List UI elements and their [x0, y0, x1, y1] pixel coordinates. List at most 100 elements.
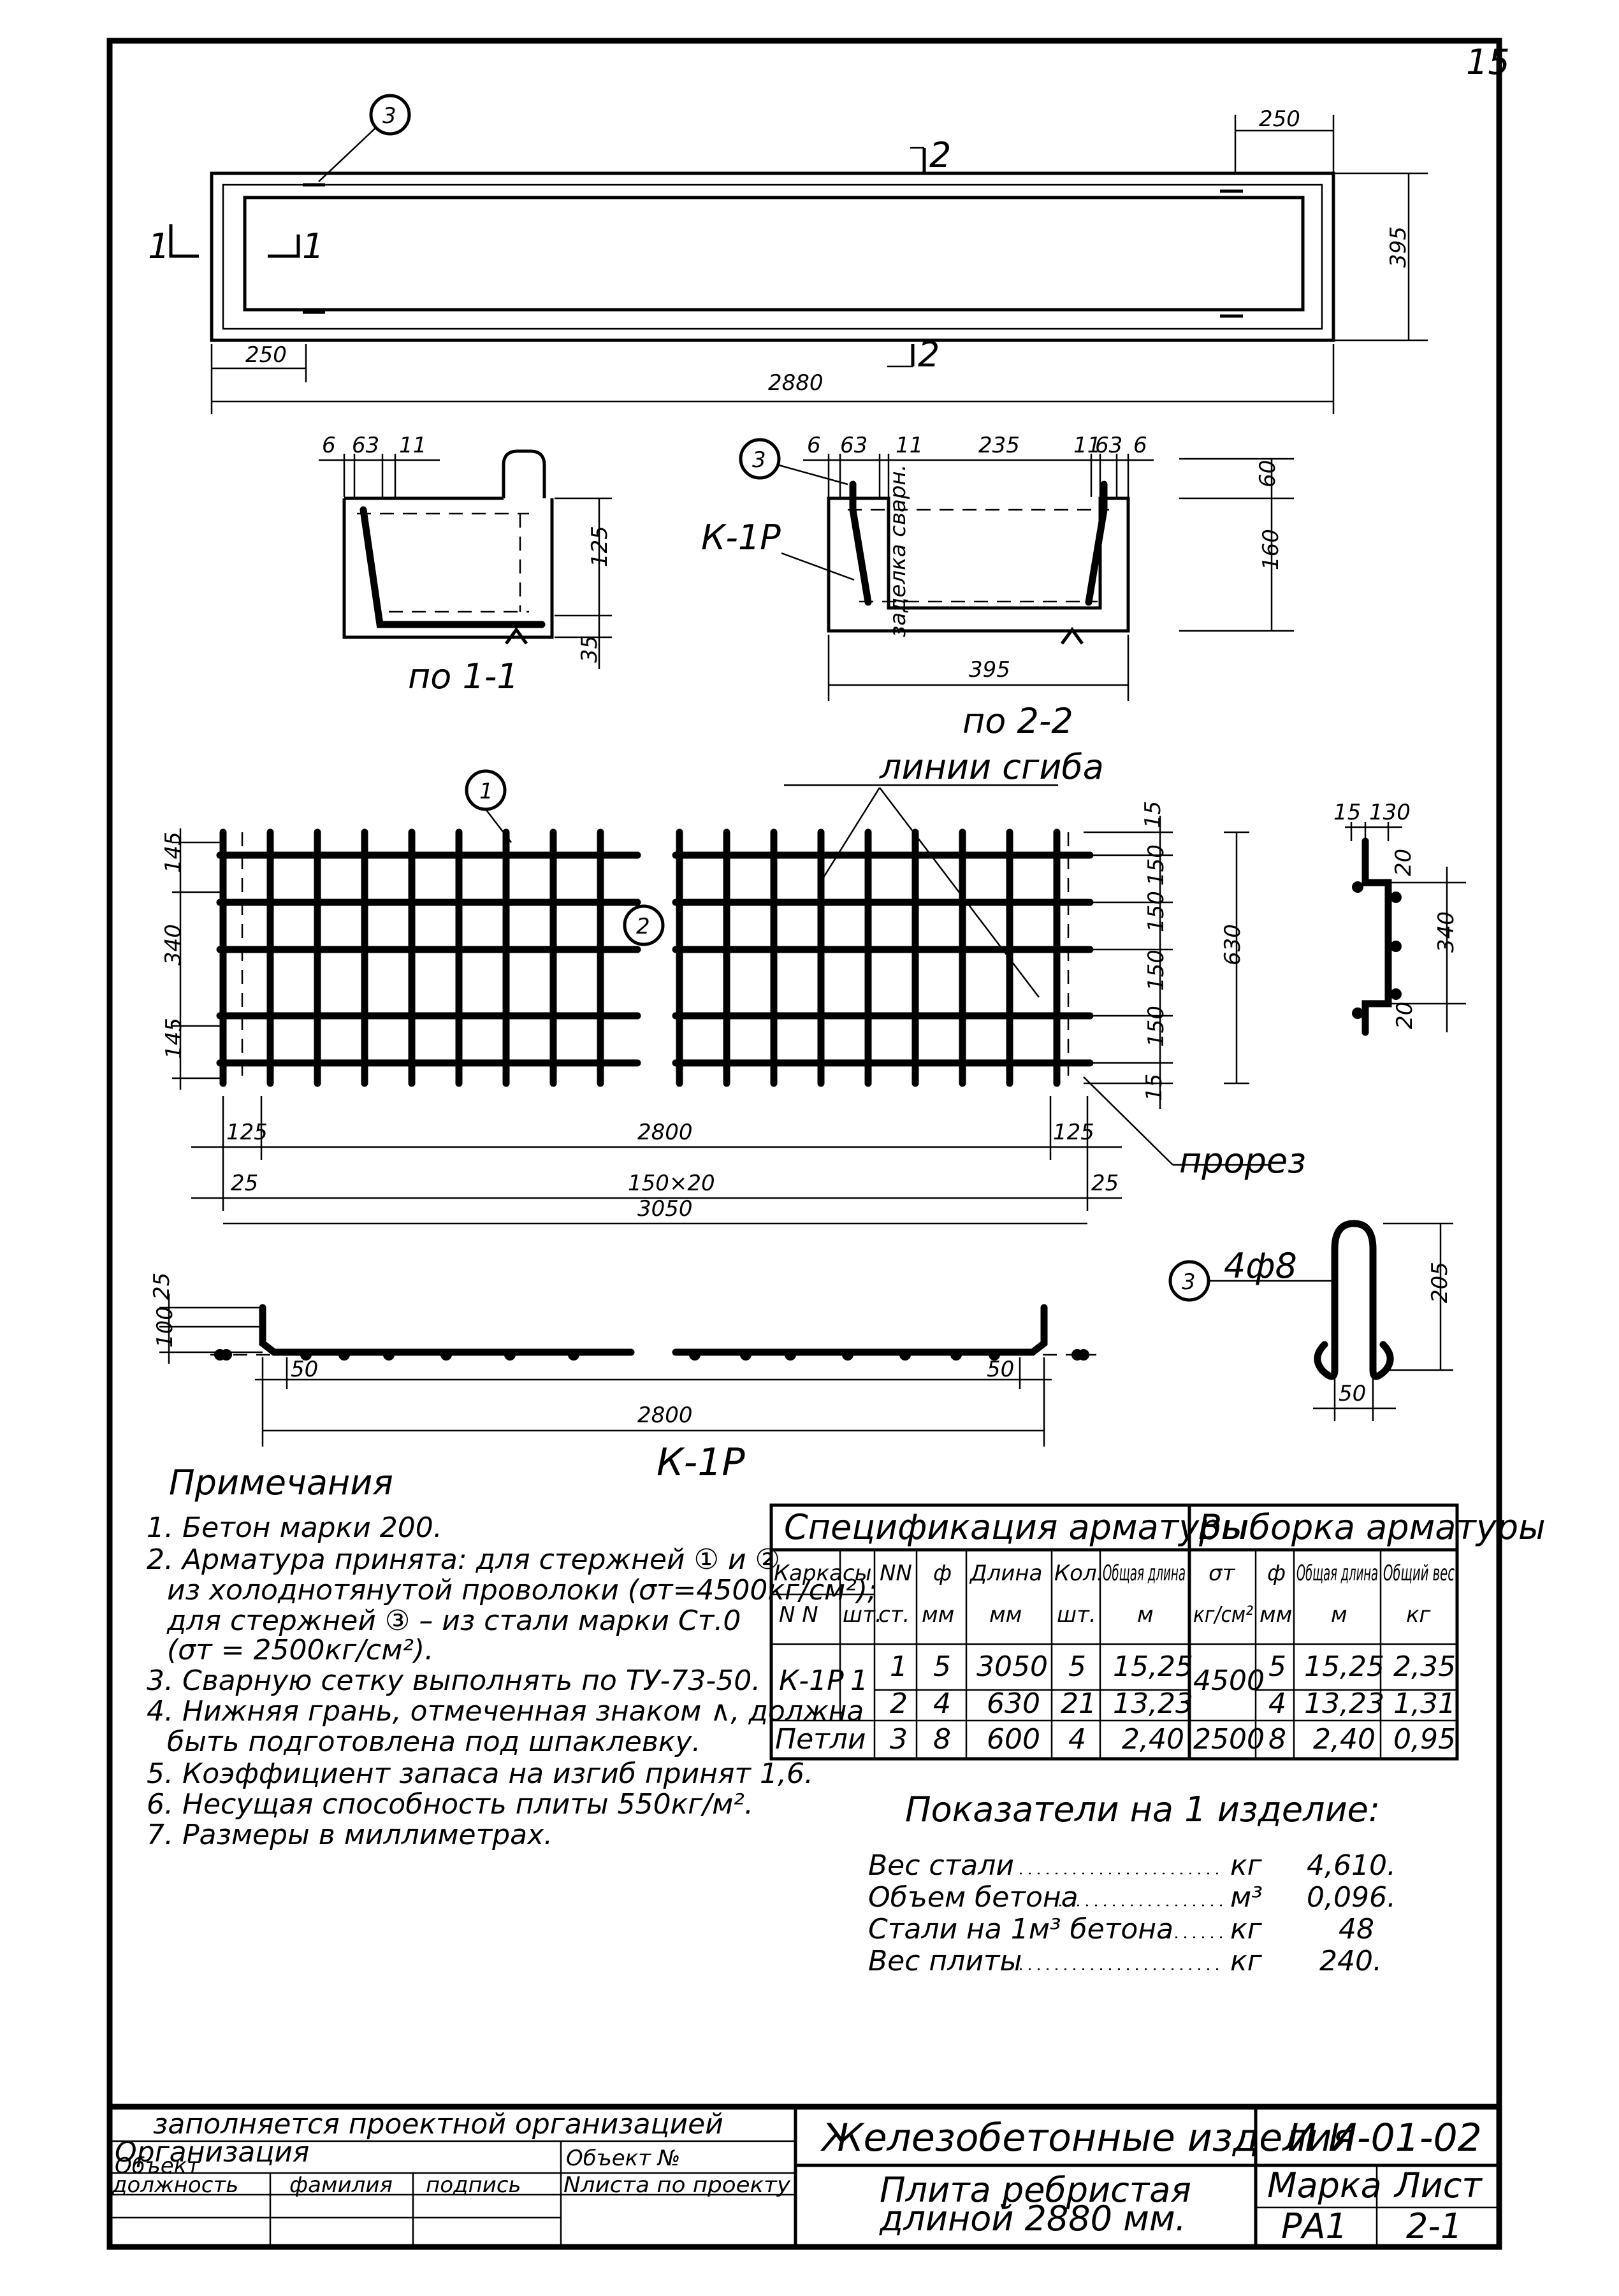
dim-22-11b: 11 [1073, 433, 1101, 458]
dim-mesh-150c: 150 [1143, 949, 1169, 991]
sel1-dia: 5 [1268, 1650, 1286, 1683]
k1p-elevation: 25 100 50 50 2800 К-1Р [149, 881, 1402, 1485]
note-line-10: 6. Несущая способность плиты 550кг/м². [147, 1788, 753, 1821]
crossbar-dot [383, 1349, 395, 1361]
dim-11-35: 35 [577, 635, 602, 663]
note-line-6: 3. Сварную сетку выполнять по ТУ-73-50. [147, 1664, 760, 1697]
title-block: заполняется проектной организацией Орган… [110, 2104, 1499, 2247]
hdr-sigma-unit: кг/см² [1193, 1602, 1253, 1628]
dim-mesh-150x20: 150×20 [628, 1171, 715, 1196]
filled-by-label: заполняется проектной организацией [153, 2108, 723, 2141]
note-line-2: 2. Арматура принята: для стержней ① и ② [147, 1543, 780, 1576]
hdr-dia2: ф [1267, 1561, 1286, 1586]
hdr-total: Общая длина [1103, 1561, 1186, 1586]
crossbar-dot [989, 1349, 1000, 1361]
dim-mesh-630: 630 [1220, 924, 1245, 965]
frame-qty: 1 [850, 1664, 868, 1697]
indicators-title: Показатели на 1 изделие: [905, 1789, 1380, 1830]
marker-1-text: 1 [479, 779, 493, 804]
mesh-plan: 1 2 линии сгиба прорез 145 340 145 15 15… [161, 747, 1306, 1225]
marker-3-plan [369, 94, 411, 136]
loops-name: Петли [775, 1723, 866, 1756]
dim-bend-340: 340 [1434, 911, 1459, 953]
note-line-5: (σт = 2500кг/см²). [167, 1634, 433, 1666]
crossbar-dot [440, 1349, 452, 1361]
dim-22-60: 60 [1255, 460, 1281, 487]
dim-plan-250-left: 250 [245, 342, 287, 368]
marker-3-section-text: 3 [752, 447, 766, 473]
note-line-11: 7. Размеры в миллиметрах. [147, 1819, 553, 1851]
row2-cnt: 21 [1061, 1687, 1096, 1720]
k1p-label: К-1Р [657, 1440, 745, 1485]
dim-22-160: 160 [1258, 529, 1284, 570]
marker-2 [623, 904, 665, 946]
row1-no: 1 [890, 1650, 908, 1683]
dim-mesh-15a: 15 [1140, 801, 1166, 828]
note-line-7: 4. Нижняя грань, отмеченная знаком ∧, до… [147, 1695, 864, 1728]
mesh-left-half [216, 828, 641, 1087]
signature-label: подпись [426, 2172, 521, 2198]
dim-mesh-25a: 25 [231, 1171, 258, 1196]
dim-22-395: 395 [969, 657, 1010, 682]
dim-mesh-2800: 2800 [637, 1120, 693, 1145]
crossbar-dot [950, 1349, 962, 1361]
hdr-count: Кол. [1054, 1561, 1103, 1586]
k1p-crossbars [214, 881, 1402, 1361]
note-line-1: 1. Бетон марки 200. [147, 1512, 442, 1544]
product-group: Железобетонные изделия [820, 2116, 1355, 2160]
dim-mesh-145a: 145 [161, 832, 186, 873]
marker-3-section [739, 438, 781, 480]
dim-mesh-145b: 145 [161, 1018, 187, 1059]
sel3-weight: 0,95 [1393, 1723, 1456, 1756]
cut-mark-1-left: 1 [148, 226, 170, 266]
row2-no: 2 [890, 1687, 908, 1720]
sel2-total: 13,23 [1304, 1687, 1384, 1720]
dim-k1p-50b: 50 [987, 1357, 1014, 1382]
kref-label: К-1Р [701, 517, 781, 558]
cut-mark-1-inner: 1 [302, 226, 324, 266]
dim-loop-50: 50 [1339, 1381, 1366, 1406]
sel1-weight: 2,35 [1393, 1650, 1456, 1683]
dim-11-11: 11 [399, 433, 426, 458]
hdr-qty-frame: шт. [843, 1602, 882, 1628]
loop-detail: 3 4ф8 205 50 [1168, 1220, 1453, 1421]
dim-plan-395: 395 [1386, 226, 1411, 268]
section-1-1-label: по 1-1 [408, 656, 519, 697]
dim-11-125: 125 [587, 526, 613, 567]
cut-label: прорез [1179, 1141, 1306, 1181]
notes-title: Примечания [169, 1462, 393, 1503]
note-line-9: 5. Коэффициент запаса на изгиб принят 1,… [147, 1758, 813, 1790]
spec-title-right: Выборка арматуры [1198, 1507, 1546, 1547]
hdr-frames: Каркасы [774, 1561, 871, 1586]
note-line-8: быть подготовлена под шпаклевку. [167, 1726, 701, 1758]
section-2-2: 6 63 11 235 11 63 6 395 60 160 3 К-1Р за… [701, 433, 1294, 741]
row3-cnt: 4 [1068, 1723, 1086, 1756]
position-label: должность [112, 2172, 238, 2198]
crossbar-dot [689, 1349, 701, 1361]
marker-2-text: 2 [636, 914, 650, 939]
dim-mesh-340: 340 [161, 924, 186, 965]
hdr-bar-no-sub: ст. [878, 1602, 910, 1628]
dim-k1p-50a: 50 [291, 1357, 318, 1382]
row1-total: 15,25 [1113, 1650, 1193, 1683]
sheet-label: Лист [1393, 2165, 1483, 2206]
note-line-3: из холоднотянутой проволоки (σт=4500кг/с… [167, 1574, 877, 1606]
dim-bend-130: 130 [1369, 800, 1411, 825]
hdr-count-unit: шт. [1057, 1602, 1096, 1628]
hdr-dia: ф [933, 1561, 952, 1586]
dim-plan-2880: 2880 [768, 370, 824, 396]
dim-loop-205: 205 [1427, 1262, 1453, 1303]
dim-22-6: 6 [807, 433, 821, 458]
dim-k1p-2800: 2800 [637, 1403, 693, 1428]
dim-mesh-125a: 125 [226, 1120, 268, 1145]
plan-outline [210, 171, 1335, 342]
note-line-4: для стержней ③ – из стали марки Ст.0 [166, 1605, 741, 1637]
plan-view: 250 395 250 2880 2 2 1 1 3 [148, 94, 1428, 414]
bend-dot [1390, 988, 1402, 1000]
crossbar-dot [568, 1349, 579, 1361]
frame-name: К-1Р [779, 1664, 844, 1697]
dim-mesh-150a: 150 [1143, 844, 1169, 886]
crossbar-dot [338, 1349, 350, 1361]
loop-bar-label: 4ф8 [1224, 1246, 1297, 1286]
